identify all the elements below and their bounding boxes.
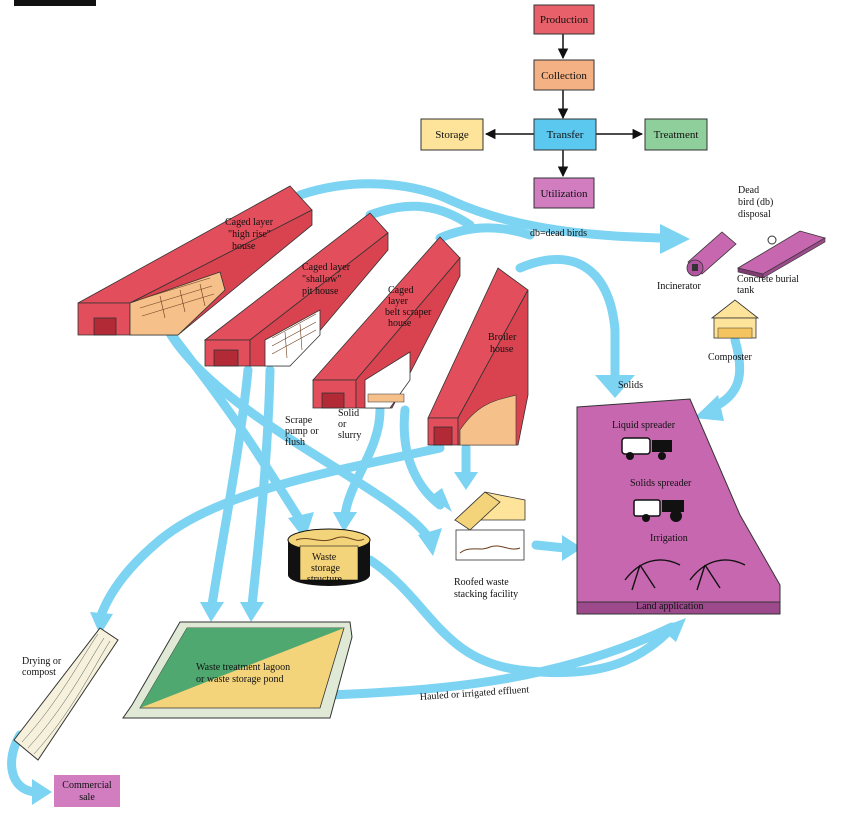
land-application-label: Land application <box>636 601 703 612</box>
flow-label-production: Production <box>540 14 589 26</box>
drying-label-2: compost <box>22 667 56 678</box>
drying-label-1: Drying or <box>22 656 62 667</box>
solids-spreader-label: Solids spreader <box>630 478 692 489</box>
caged-layer-belt-scraper-house: Caged layer belt scraper house <box>312 236 461 409</box>
burial-tank-label-2: tank <box>737 285 754 296</box>
flow-label-treatment: Treatment <box>654 129 699 141</box>
solids-arrow-label: Solids <box>618 380 643 391</box>
flow-label-utilization: Utilization <box>540 188 588 200</box>
flow-box-storage: Storage <box>420 118 484 151</box>
incinerator-icon <box>686 231 737 277</box>
caged-layer-shallow-pit-house: Caged layer "shallow" pit house <box>203 212 389 367</box>
flow-box-utilization: Utilization <box>533 177 595 209</box>
flow-label-storage: Storage <box>435 129 469 141</box>
flow-box-treatment: Treatment <box>644 118 708 151</box>
house-label-belt-4: house <box>388 318 412 329</box>
house-label-high-rise-1: Caged layer <box>225 217 274 228</box>
roofed-stacking-label-2: stacking facility <box>454 589 518 600</box>
dead-bird-disposal: Dead bird (db) disposal db=dead birds In… <box>530 185 827 363</box>
solid-label-2: or <box>338 419 347 430</box>
dead-birds-arrow-label: db=dead birds <box>530 228 587 239</box>
house-label-high-rise-3: house <box>232 241 256 252</box>
solids-spreader-icon <box>633 499 684 522</box>
scrape-label-1: Scrape <box>285 415 313 426</box>
scrape-label-3: flush <box>285 437 305 448</box>
house-label-shallow-1: Caged layer <box>302 262 351 273</box>
liquid-spreader-icon <box>621 437 672 460</box>
commercial-label-2: sale <box>79 792 95 803</box>
lagoon-label-2: or waste storage pond <box>196 674 283 685</box>
scrape-label-2: pump or <box>285 426 319 437</box>
waste-storage-label-3: structure <box>307 574 343 585</box>
waste-storage-label-1: Waste <box>312 552 337 563</box>
flow-box-collection: Collection <box>533 59 595 91</box>
flow-arrows <box>7 179 745 805</box>
burial-tank-label-1: Concrete burial <box>737 274 799 285</box>
house-label-belt-1: Caged <box>388 285 414 296</box>
irrigation-label: Irrigation <box>650 533 688 544</box>
house-label-shallow-2: "shallow" <box>302 274 341 285</box>
flow-label-transfer: Transfer <box>547 129 584 141</box>
solid-label-1: Solid <box>338 408 359 419</box>
header-bar <box>14 0 96 6</box>
drying-compost-windrow: Drying or compost <box>13 627 119 761</box>
commercial-label-1: Commercial <box>62 780 112 791</box>
commercial-sale-box: Commercial sale <box>54 775 120 807</box>
house-label-broiler-1: Broiler <box>488 332 517 343</box>
house-label-belt-2: layer <box>388 296 409 307</box>
waste-storage-label-2: storage <box>311 563 340 574</box>
flow-chart: Production Collection Transfer Storage T… <box>420 4 708 209</box>
house-label-belt-3: belt scraper <box>385 307 432 318</box>
solid-label-3: slurry <box>338 430 361 441</box>
waste-treatment-lagoon: Waste treatment lagoon or waste storage … <box>122 621 353 719</box>
house-label-shallow-3: pit house <box>302 286 339 297</box>
composter-icon <box>710 299 760 339</box>
house-label-high-rise-2: "high rise" <box>228 229 271 240</box>
waste-storage-structure: Waste storage structure <box>287 528 371 586</box>
incinerator-label: Incinerator <box>657 281 702 292</box>
roofed-waste-stacking-facility: Roofed waste stacking facility <box>453 491 526 600</box>
concrete-burial-tank-icon <box>736 230 827 279</box>
dead-bird-title-3: disposal <box>738 209 771 220</box>
dead-bird-title-1: Dead <box>738 185 759 196</box>
composter-label: Composter <box>708 352 753 363</box>
roofed-stacking-label-1: Roofed waste <box>454 577 509 588</box>
dead-bird-title-2: bird (db) <box>738 197 773 208</box>
caged-layer-high-rise-house: Caged layer "high rise" house <box>77 185 313 336</box>
liquid-spreader-label: Liquid spreader <box>612 420 676 431</box>
flow-box-production: Production <box>533 4 595 35</box>
irrigation-icon <box>624 559 746 591</box>
lagoon-label-1: Waste treatment lagoon <box>196 662 290 673</box>
flow-box-transfer: Transfer <box>533 118 597 151</box>
broiler-house: Broiler house <box>427 267 529 446</box>
house-label-broiler-2: house <box>490 344 514 355</box>
flow-label-collection: Collection <box>541 70 587 82</box>
land-application-area: Liquid spreader Solids spreader Irrigati… <box>576 398 781 615</box>
